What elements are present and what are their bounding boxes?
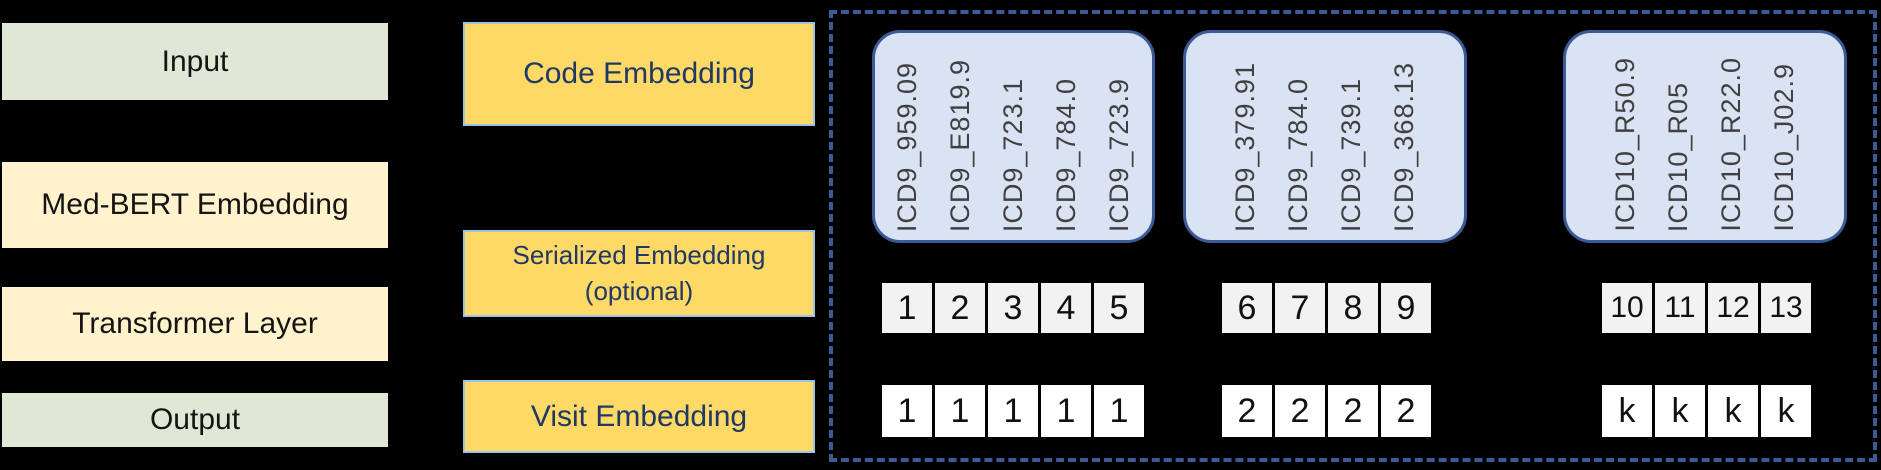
code-column: ICD9_739.1 bbox=[1325, 78, 1378, 232]
visit-row-visit-1: 1 1 1 1 1 bbox=[882, 385, 1144, 437]
icd-code-label: ICD10_R22.0 bbox=[1716, 57, 1746, 232]
visit-cell: 1 bbox=[1041, 385, 1091, 437]
visit-cell: 2 bbox=[1222, 385, 1272, 437]
serial-cell: 6 bbox=[1222, 283, 1272, 333]
serial-cell: 13 bbox=[1761, 283, 1811, 333]
icd-code-label: ICD9_E819.9 bbox=[945, 58, 975, 232]
visit-cell: 1 bbox=[1094, 385, 1144, 437]
serial-row-visit-k: 10 11 12 13 bbox=[1602, 283, 1811, 333]
code-column: ICD9_723.1 bbox=[987, 78, 1040, 232]
visit-cell: k bbox=[1655, 385, 1705, 437]
icd-code-label: ICD9_723.1 bbox=[998, 77, 1028, 232]
serial-cell: 4 bbox=[1041, 283, 1091, 333]
serial-cell: 10 bbox=[1602, 283, 1652, 333]
icd-code-label: ICD9_959.09 bbox=[892, 61, 922, 232]
stage-label-serialized-embedding-optional: (optional) bbox=[584, 275, 694, 306]
serial-cell: 9 bbox=[1381, 283, 1431, 333]
icd-code-label: ICD10_R05 bbox=[1663, 81, 1693, 232]
visit-sequence-frame bbox=[829, 10, 1877, 462]
stage-box-visit-embedding: Visit Embedding bbox=[463, 380, 815, 453]
stage-label-visit-embedding: Visit Embedding bbox=[530, 399, 748, 433]
icd-code-label: ICD9_379.91 bbox=[1230, 61, 1260, 232]
icd-code-label: ICD9_723.9 bbox=[1104, 77, 1134, 232]
visit-cell: k bbox=[1602, 385, 1652, 437]
icd-code-label: ICD9_784.0 bbox=[1051, 77, 1081, 232]
serial-cell: 5 bbox=[1094, 283, 1144, 333]
visit-row-visit-k: k k k k bbox=[1602, 385, 1811, 437]
visit-row-visit-2: 2 2 2 2 bbox=[1222, 385, 1431, 437]
serial-row-visit-2: 6 7 8 9 bbox=[1222, 283, 1431, 333]
legend-label-medbert-embedding: Med-BERT Embedding bbox=[41, 188, 349, 221]
stage-box-serialized-embedding: Serialized Embedding (optional) bbox=[463, 230, 815, 317]
icd-code-label: ICD9_368.13 bbox=[1389, 61, 1419, 232]
icd-code-label: ICD10_R50.9 bbox=[1610, 57, 1640, 232]
serial-row-visit-1: 1 2 3 4 5 bbox=[882, 283, 1144, 333]
visit-cell: 1 bbox=[935, 385, 985, 437]
visit-cell: 2 bbox=[1328, 385, 1378, 437]
code-column: ICD9_784.0 bbox=[1040, 78, 1093, 232]
code-column: ICD9_723.9 bbox=[1093, 78, 1146, 232]
code-column: ICD10_R22.0 bbox=[1705, 57, 1758, 232]
serial-cell: 12 bbox=[1708, 283, 1758, 333]
legend-label-input: Input bbox=[161, 44, 229, 78]
serial-cell: 7 bbox=[1275, 283, 1325, 333]
legend-label-transformer-layer: Transformer Layer bbox=[72, 307, 318, 340]
serial-cell: 8 bbox=[1328, 283, 1378, 333]
visit-cell: 2 bbox=[1381, 385, 1431, 437]
visit-cell: 2 bbox=[1275, 385, 1325, 437]
code-column: ICD9_784.0 bbox=[1272, 78, 1325, 232]
visit-cell: k bbox=[1761, 385, 1811, 437]
stage-label-code-embedding: Code Embedding bbox=[523, 57, 755, 90]
visit-cell: 1 bbox=[988, 385, 1038, 437]
code-box-visit-2: ICD9_379.91 ICD9_784.0 ICD9_739.1 ICD9_3… bbox=[1183, 30, 1467, 243]
code-column: ICD9_379.91 bbox=[1219, 62, 1272, 232]
legend-box-output: Output bbox=[2, 393, 388, 447]
code-column: ICD9_E819.9 bbox=[934, 59, 987, 232]
visit-cell: k bbox=[1708, 385, 1758, 437]
stage-box-code-embedding: Code Embedding bbox=[463, 22, 815, 126]
serial-cell: 11 bbox=[1655, 283, 1705, 333]
legend-box-input: Input bbox=[2, 23, 388, 100]
code-box-visit-1: ICD9_959.09 ICD9_E819.9 ICD9_723.1 ICD9_… bbox=[872, 30, 1155, 243]
visit-cell: 1 bbox=[882, 385, 932, 437]
serial-cell: 2 bbox=[935, 283, 985, 333]
icd-code-label: ICD9_739.1 bbox=[1336, 77, 1366, 232]
legend-label-output: Output bbox=[149, 403, 241, 436]
code-column: ICD9_368.13 bbox=[1378, 62, 1431, 232]
stage-label-serialized-embedding: Serialized Embedding bbox=[512, 240, 766, 271]
code-box-visit-k: ICD10_R50.9 ICD10_R05 ICD10_R22.0 ICD10_… bbox=[1563, 30, 1847, 243]
code-column: ICD10_R50.9 bbox=[1599, 57, 1652, 232]
code-column: ICD10_J02.9 bbox=[1758, 63, 1811, 232]
icd-code-label: ICD10_J02.9 bbox=[1769, 63, 1799, 232]
icd-code-label: ICD9_784.0 bbox=[1283, 77, 1313, 232]
serial-cell: 1 bbox=[882, 283, 932, 333]
code-column: ICD9_959.09 bbox=[881, 62, 934, 232]
legend-box-transformer-layer: Transformer Layer bbox=[2, 287, 388, 361]
code-column: ICD10_R05 bbox=[1652, 82, 1705, 232]
legend-box-medbert-embedding: Med-BERT Embedding bbox=[2, 162, 388, 248]
serial-cell: 3 bbox=[988, 283, 1038, 333]
